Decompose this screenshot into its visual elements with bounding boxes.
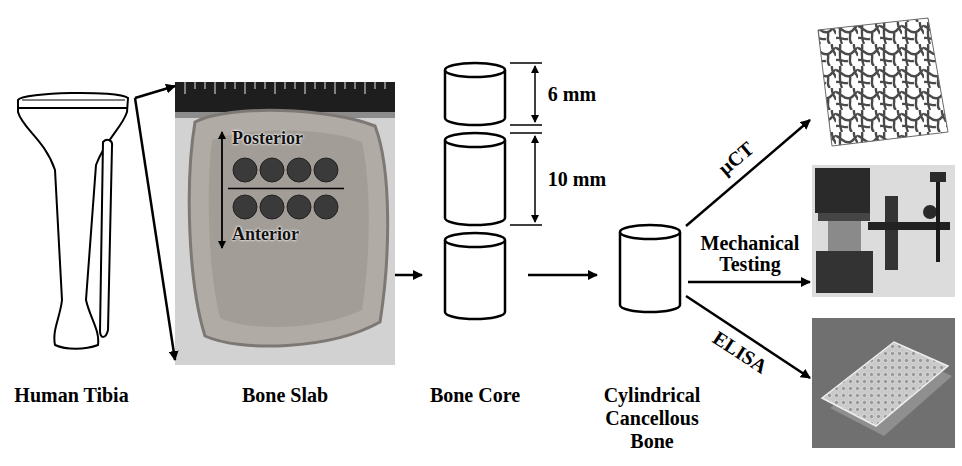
dimension-label: 6 mm	[537, 84, 607, 105]
figure-panel: Cylindrical Cancellous Bone	[597, 222, 707, 453]
caption: Human Tibia	[8, 384, 135, 407]
bone-slab-photo	[265, 82, 266, 89]
microct-image	[818, 18, 948, 146]
tibia-drawing	[18, 93, 128, 349]
bone-slab-photo	[275, 82, 276, 94]
flow-arrow	[135, 98, 175, 360]
bone-slab-photo	[195, 82, 196, 89]
mechanical-test-photo	[828, 221, 861, 251]
elisa-plate	[822, 342, 948, 426]
bone-slab-photo	[345, 82, 346, 89]
flow-arrow	[528, 274, 597, 277]
bone-slab-photo	[233, 158, 257, 182]
mechanical-test-photo	[923, 205, 937, 219]
tibia-drawing	[100, 140, 112, 337]
bone-slab-photo	[295, 82, 296, 89]
bone-slab-photo	[285, 82, 286, 89]
bone-slab-photo	[245, 82, 246, 94]
mechanical-test-photo	[936, 178, 940, 262]
bone-slab-photo	[221, 132, 223, 248]
picture-area	[8, 88, 135, 384]
bone-slab-photo	[325, 82, 326, 89]
bone-slab-photo	[225, 82, 226, 89]
mechanical-test-photo	[816, 251, 873, 293]
bone-slab-photo	[189, 110, 387, 346]
bone-slab-photo	[255, 82, 256, 89]
dimension-bracket	[510, 62, 542, 64]
microct-image	[818, 18, 948, 146]
dimension-bracket	[510, 132, 542, 134]
elisa-plate	[812, 318, 955, 448]
mechanical-test-photo	[885, 196, 898, 270]
output-arrow	[686, 120, 810, 226]
dimension-label: 10 mm	[539, 169, 615, 190]
bone-slab-photo	[235, 82, 236, 89]
bone-slab-photo	[314, 195, 338, 219]
bone-core-cylinders	[445, 233, 505, 247]
bone-slab-photo	[209, 130, 369, 327]
bone-core-cylinders	[445, 133, 505, 147]
bone-slab-photo	[287, 195, 311, 219]
cancellous-cylinder	[620, 225, 680, 312]
bone-slab-photo	[385, 82, 386, 89]
bone-slab-photo	[233, 195, 257, 219]
mechanical-test-photo	[930, 172, 946, 182]
bone-slab-photo	[260, 158, 284, 182]
bone-core-cylinders	[445, 140, 505, 225]
orientation-label: Anterior	[232, 224, 299, 245]
bone-slab-photo	[185, 82, 186, 94]
output-arrow	[686, 120, 810, 378]
flow-arrow	[135, 86, 175, 98]
bone-slab-photo	[205, 82, 206, 89]
mechanical-test-photo	[812, 165, 955, 297]
bone-slab-photo	[175, 82, 395, 112]
bone-slab-photo	[375, 82, 376, 89]
output-arrow	[688, 281, 810, 284]
method-label: μCT	[706, 131, 765, 186]
bone-slab-photo	[365, 82, 366, 94]
bone-core-cylinders	[445, 63, 505, 319]
bone-slab-photo	[314, 158, 338, 182]
flow-arrow	[395, 274, 422, 277]
bone-slab-photo	[175, 82, 395, 365]
mechanical-test-photo	[815, 168, 870, 213]
cancellous-cylinder	[620, 225, 680, 239]
figure-panel: PosteriorAnteriorBone Slab	[175, 80, 395, 407]
figure-panel: Human Tibia	[8, 88, 135, 407]
picture-area	[422, 56, 528, 384]
bone-slab-photo	[315, 82, 316, 89]
bone-core-cylinders	[445, 63, 505, 77]
bone-slab-photo	[287, 158, 311, 182]
mechanical-test-photo	[818, 213, 870, 221]
caption: Bone Core	[422, 384, 528, 407]
dimension-bracket	[510, 224, 542, 226]
tibia-drawing	[18, 93, 128, 349]
bone-slab-photo	[185, 82, 385, 94]
dimension-bracket	[534, 136, 536, 222]
caption: Bone Slab	[175, 384, 395, 407]
bone-slab-photo	[260, 195, 284, 219]
bone-slab-photo	[228, 188, 344, 190]
bone-slab-photo	[175, 82, 395, 365]
bone-core-cylinders	[445, 240, 505, 319]
dimension-bracket	[534, 66, 536, 122]
figure-panel: Bone Core	[422, 56, 528, 407]
orientation-label: Posterior	[232, 128, 303, 149]
elisa-plate	[812, 318, 955, 448]
bone-slab-photo	[335, 82, 336, 94]
picture-area	[597, 222, 707, 384]
bone-slab-photo	[355, 82, 356, 89]
dimension-bracket	[510, 124, 542, 126]
tibia-drawing	[18, 107, 128, 109]
bone-slab-photo	[305, 82, 306, 94]
tibia-drawing	[22, 100, 125, 101]
bone-slab-photo	[215, 82, 216, 94]
cancellous-cylinder	[620, 232, 680, 312]
mechanical-test-photo	[812, 165, 955, 297]
caption: Cylindrical Cancellous Bone	[597, 384, 707, 453]
method-label: Mechanical Testing	[692, 233, 808, 275]
dimension-bracket	[510, 63, 542, 225]
